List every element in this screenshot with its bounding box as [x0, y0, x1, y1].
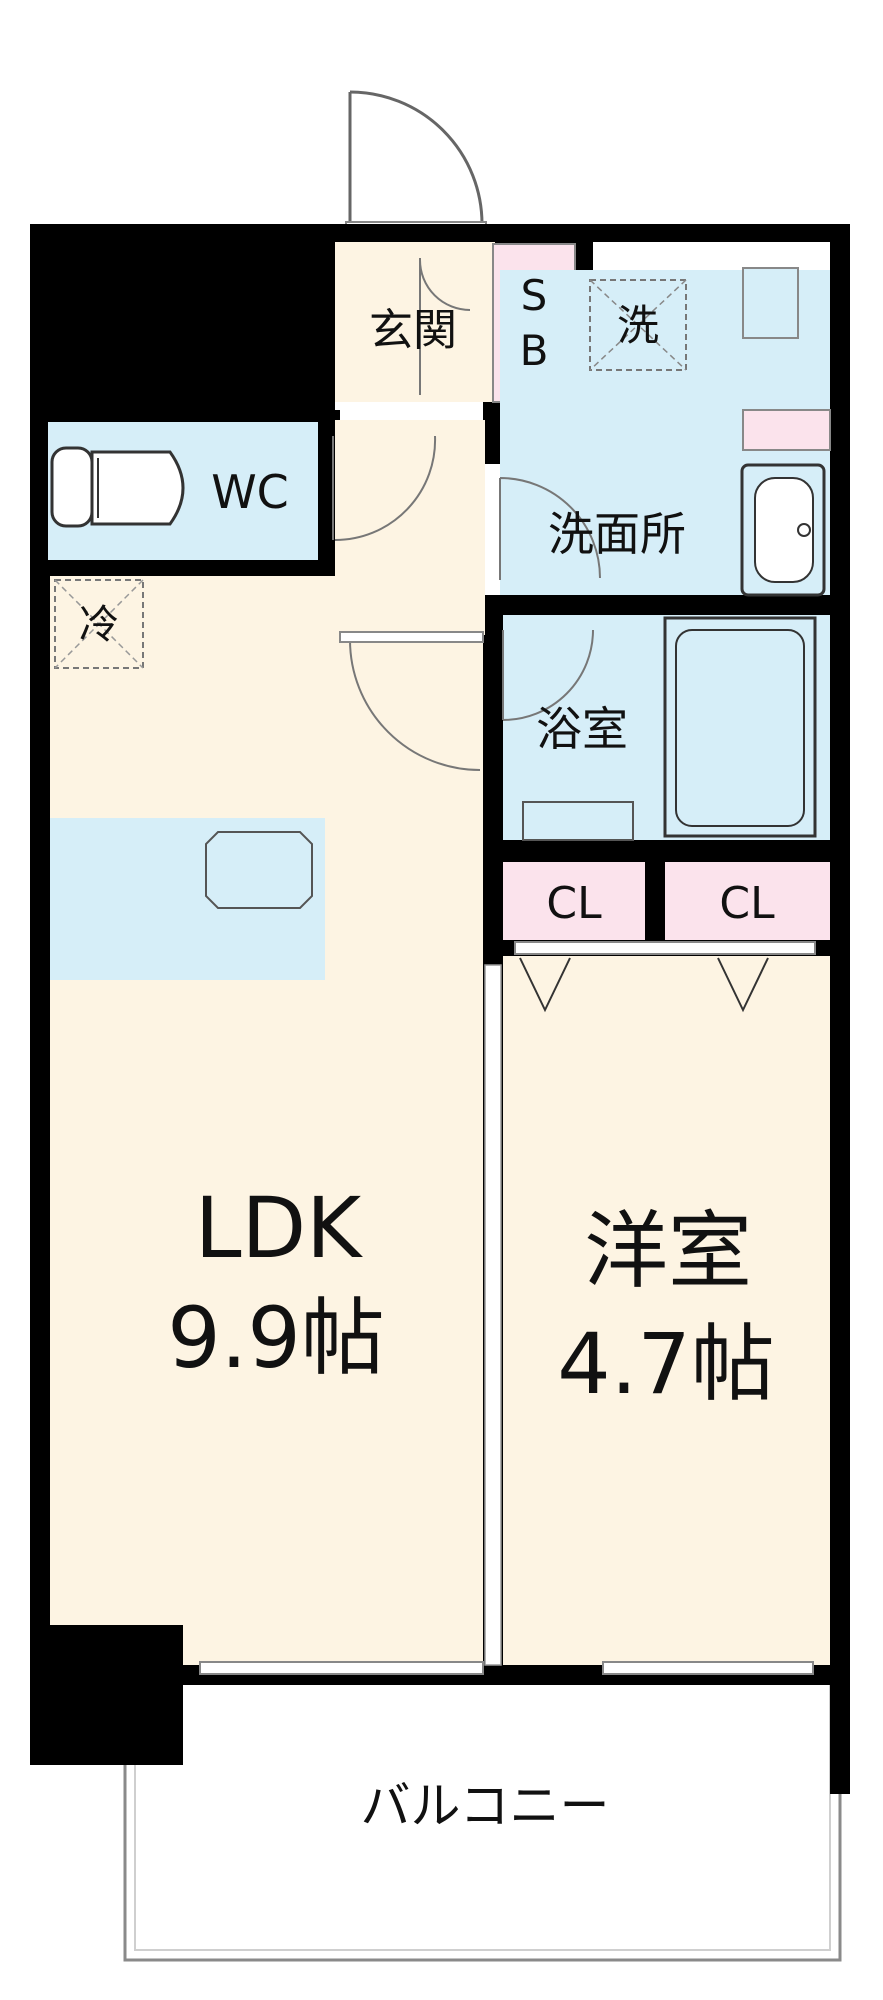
western-size-label: 4.7帖: [557, 1315, 775, 1413]
closet-left-label: CL: [546, 878, 602, 929]
washer-label: 洗: [617, 301, 659, 350]
western-window: [602, 1661, 814, 1675]
ldk-door-frame: [339, 631, 484, 643]
ldk-size-label: 9.9帖: [167, 1289, 385, 1387]
ldk-name-label: LDK: [195, 1179, 363, 1277]
western-room-floor: [503, 956, 830, 1665]
sink-icon: [740, 463, 826, 597]
western-name-label: 洋室: [584, 1202, 752, 1300]
washing-machine-space: [589, 279, 687, 371]
closet-door-markers: [519, 957, 769, 1013]
entrance-floor: [335, 242, 495, 402]
fridge-space: [54, 579, 144, 669]
closet-door-rail: [514, 941, 816, 955]
closet-left: [503, 862, 645, 940]
entrance-inner-door: [419, 258, 471, 395]
wc-label: WC: [211, 465, 289, 519]
bathroom-door: [502, 629, 594, 721]
sliding-door: [484, 964, 502, 1666]
washroom-shelf: [742, 409, 831, 451]
washroom-corner: [742, 267, 799, 339]
entrance-door: [345, 90, 487, 233]
fridge-label: 冷: [79, 602, 119, 648]
ldk-floor: [50, 576, 483, 1625]
ldk-floor-lower: [183, 1625, 483, 1665]
wc-door: [332, 435, 437, 541]
ldk-window: [199, 1661, 484, 1675]
bath-step: [522, 801, 634, 841]
balcony-label: バルコニー: [361, 1777, 610, 1835]
closet-right: [665, 862, 830, 940]
kitchen-counter: [50, 818, 325, 980]
bathroom-label: 浴室: [536, 702, 628, 756]
closet-right-label: CL: [719, 878, 775, 929]
washroom-door: [499, 477, 601, 580]
bathtub-icon: [663, 616, 817, 838]
entrance-label: 玄関: [369, 305, 457, 356]
stove-icon: [205, 831, 313, 909]
shoe-box-label-b: B: [520, 326, 549, 375]
toilet-icon: [50, 446, 185, 528]
washroom-label: 洗面所: [548, 507, 686, 561]
shoe-box-label-s: S: [521, 271, 548, 320]
